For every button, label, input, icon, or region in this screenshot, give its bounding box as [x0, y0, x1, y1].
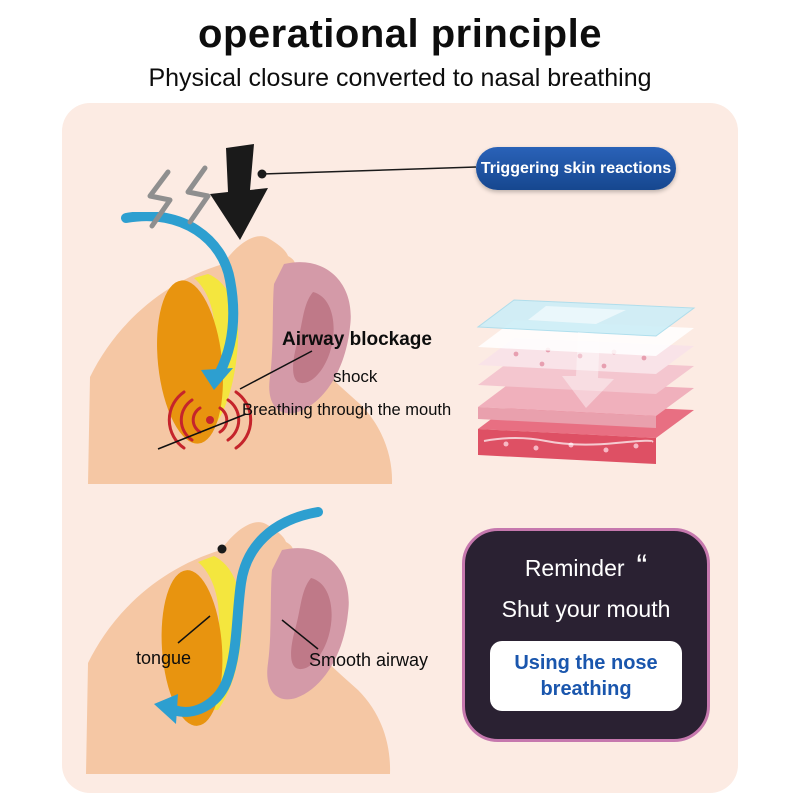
- skin-layers-illustration: [476, 299, 696, 464]
- reminder-card: Reminder “ Shut your mouth Using the nos…: [462, 528, 710, 742]
- airflow-arrowhead: [201, 368, 233, 390]
- absorb-arrow-icon: [562, 332, 614, 408]
- lip-seal-dot: [217, 544, 227, 554]
- clear-airway-illustration: [86, 507, 391, 774]
- page-subtitle: Physical closure converted to nasal brea…: [148, 64, 652, 92]
- airflow-arrowhead: [154, 694, 178, 724]
- smooth-airway-label: Smooth airway: [309, 650, 429, 670]
- nose-breathing-pill: Using the nose breathing: [490, 641, 682, 711]
- head-profile-shape: [88, 236, 393, 484]
- page-title: operational principle: [198, 12, 602, 56]
- shock-label: shock: [333, 367, 378, 386]
- mouth-breathing-label: Breathing through the mouth: [242, 401, 452, 419]
- patch-shine: [528, 306, 626, 324]
- tongue-label: tongue: [136, 648, 192, 668]
- reminder-title: Reminder: [524, 555, 625, 581]
- reminder-message: Shut your mouth: [501, 596, 671, 622]
- skin-reaction-badge: Triggering skin reactions: [476, 147, 676, 190]
- tongue-shape: [161, 570, 223, 726]
- quote-mark: “: [636, 548, 648, 584]
- airway-blockage-label: Airway blockage: [282, 329, 432, 350]
- impact-center-dot: [206, 416, 214, 424]
- airflow-arrow: [169, 507, 323, 717]
